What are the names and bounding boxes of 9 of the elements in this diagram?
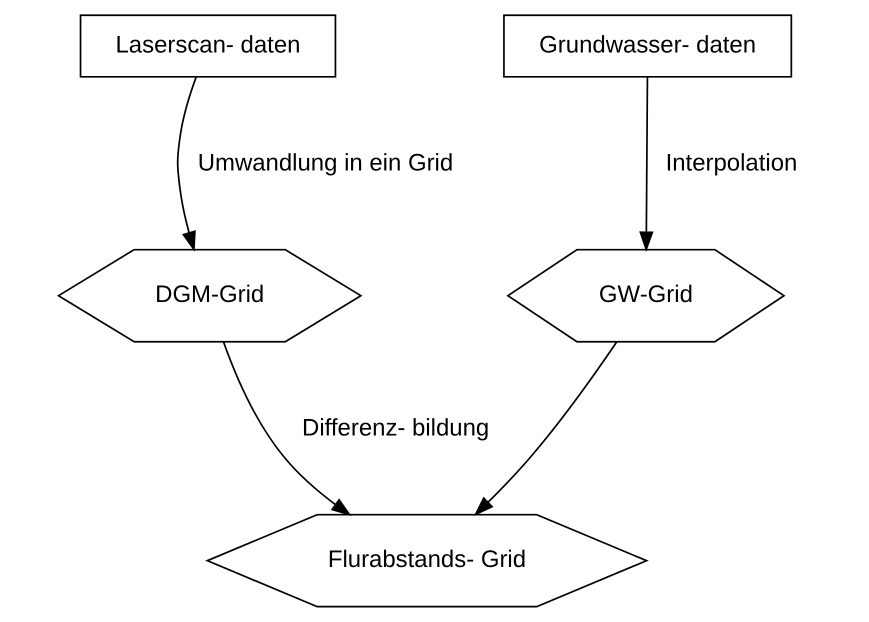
node-box: Grundwasser- daten	[503, 14, 792, 78]
edge-label: Umwandlung in ein Grid	[198, 149, 454, 176]
arrow	[639, 76, 654, 252]
edge-label: Interpolation	[666, 149, 798, 176]
arrow	[474, 341, 618, 516]
arrow	[176, 76, 197, 252]
edge-label: Differenz- bildung	[302, 414, 490, 442]
node-box: Laserscan- daten	[80, 14, 336, 78]
arrow	[222, 342, 352, 516]
